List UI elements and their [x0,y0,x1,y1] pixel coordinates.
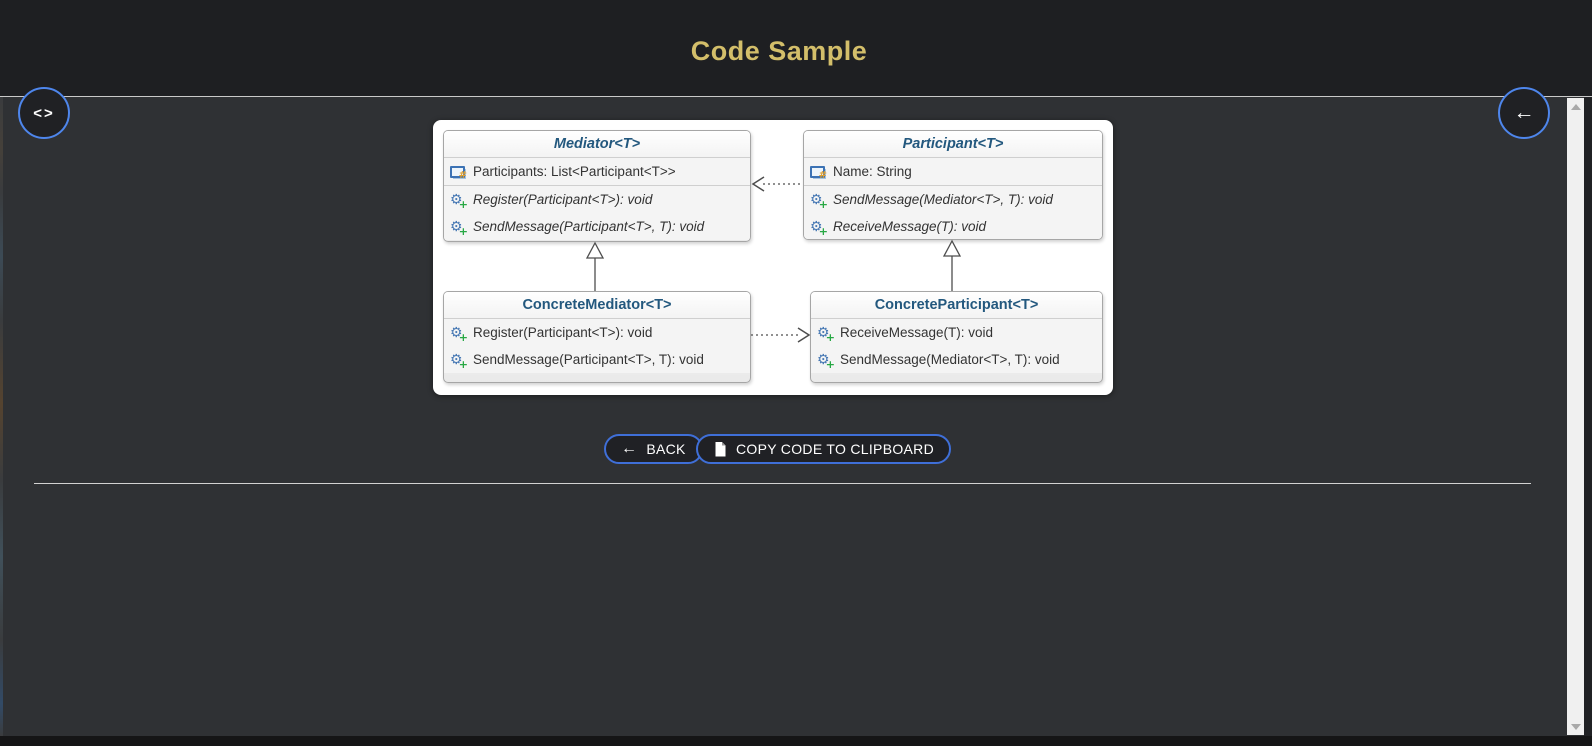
window-right-edge [1584,0,1592,746]
scroll-down-button[interactable] [1567,718,1584,735]
class-method: SendMessage(Participant<T>, T): void [444,213,750,240]
back-button-label: BACK [646,441,686,457]
scroll-up-button[interactable] [1567,98,1584,115]
method-text: Register(Participant<T>): void [473,192,653,207]
method-text: SendMessage(Mediator<T>, T): void [840,352,1060,367]
class-name: Participant<T> [804,131,1102,158]
field-icon [810,164,827,181]
code-icon: <> [33,104,55,122]
class-method: SendMessage(Mediator<T>, T): void [811,346,1102,373]
class-name: ConcreteParticipant<T> [811,292,1102,319]
copy-code-button[interactable]: COPY CODE TO CLIPBOARD [696,434,951,464]
class-box-mediator: Mediator<T> Participants: List<Participa… [443,130,751,242]
hidden-code-panel-edge [0,97,3,736]
back-arrow-icon: ← [1513,101,1535,124]
method-text: ReceiveMessage(T): void [833,219,987,234]
class-method: Register(Participant<T>): void [444,319,750,346]
class-name: Mediator<T> [444,131,750,158]
method-text: ReceiveMessage(T): void [840,325,994,340]
method-text: SendMessage(Participant<T>, T): void [473,219,705,234]
copy-button-label: COPY CODE TO CLIPBOARD [736,441,934,457]
page-title: Code Sample [690,36,868,66]
property-text: Name: String [833,164,912,179]
method-icon [450,218,468,238]
class-box-participant: Participant<T> Name: String SendMessage(… [803,130,1103,240]
method-icon [450,324,468,344]
method-icon [450,191,468,211]
code-toggle-button[interactable]: <> [18,87,70,139]
method-icon [817,351,835,371]
class-property: Name: String [804,158,1102,185]
properties-compartment: Participants: List<Participant<T>> [444,158,750,186]
method-text: SendMessage(Participant<T>, T): void [473,352,704,367]
vertical-scrollbar[interactable] [1567,98,1584,735]
methods-compartment: ReceiveMessage(T): void SendMessage(Medi… [811,319,1102,373]
method-icon [810,218,828,238]
copy-document-icon [713,441,727,458]
back-button[interactable]: ← BACK [604,434,703,464]
back-arrow-icon: ← [621,440,638,457]
class-name: ConcreteMediator<T> [444,292,750,319]
class-property: Participants: List<Participant<T>> [444,158,750,185]
scroll-down-icon [1570,723,1581,730]
header: Code Sample [0,0,1592,97]
methods-compartment: SendMessage(Mediator<T>, T): void Receiv… [804,186,1102,239]
class-method: Register(Participant<T>): void [444,186,750,213]
methods-compartment: Register(Participant<T>): void SendMessa… [444,319,750,373]
scroll-up-icon [1570,103,1581,110]
class-method: SendMessage(Participant<T>, T): void [444,346,750,373]
methods-compartment: Register(Participant<T>): void SendMessa… [444,186,750,240]
class-method: SendMessage(Mediator<T>, T): void [804,186,1102,213]
method-icon [450,351,468,371]
class-method: ReceiveMessage(T): void [804,213,1102,239]
class-method: ReceiveMessage(T): void [811,319,1102,346]
method-text: SendMessage(Mediator<T>, T): void [833,192,1053,207]
method-icon [817,324,835,344]
method-icon [810,191,828,211]
field-icon [450,164,467,181]
properties-compartment: Name: String [804,158,1102,186]
window-bottom-edge [0,736,1592,746]
property-text: Participants: List<Participant<T>> [473,164,676,179]
section-divider [34,483,1531,484]
method-text: Register(Participant<T>): void [473,325,653,340]
class-box-concrete-mediator: ConcreteMediator<T> Register(Participant… [443,291,751,383]
uml-diagram-panel: Mediator<T> Participants: List<Participa… [433,120,1113,395]
class-box-concrete-participant: ConcreteParticipant<T> ReceiveMessage(T)… [810,291,1103,383]
back-circle-button[interactable]: ← [1498,87,1550,139]
